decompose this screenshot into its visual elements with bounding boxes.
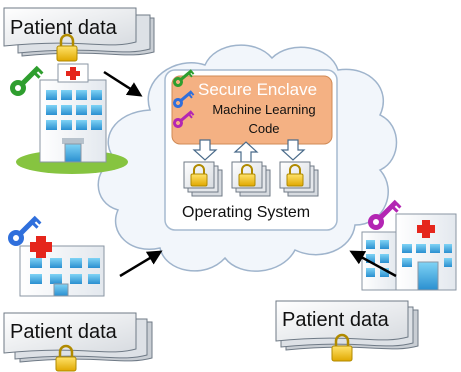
hospital-icon bbox=[19, 236, 105, 297]
key-icon bbox=[9, 65, 44, 96]
padlock-icon bbox=[331, 333, 353, 362]
key-icon bbox=[7, 215, 42, 246]
locked-page-stack bbox=[183, 161, 223, 197]
patient-data-label: Patient data bbox=[10, 321, 117, 343]
key-icon bbox=[173, 110, 195, 128]
arrow-icon bbox=[349, 250, 397, 278]
padlock-icon bbox=[56, 33, 78, 62]
enclave-code-line1: Machine Learning bbox=[212, 102, 316, 117]
key-icon bbox=[173, 69, 195, 87]
arrow-icon bbox=[119, 250, 163, 278]
arrow-icon bbox=[103, 70, 143, 97]
document-stack-icon bbox=[275, 300, 419, 351]
hospital-icon bbox=[16, 63, 128, 174]
hospital-icon bbox=[361, 213, 457, 291]
patient-data-label: Patient data bbox=[10, 17, 117, 39]
document-stack-icon bbox=[3, 312, 153, 363]
key-icon bbox=[173, 90, 195, 108]
arrow-icon bbox=[192, 139, 306, 163]
secure-enclave-box bbox=[171, 75, 333, 145]
secure-enclave-title: Secure Enclave bbox=[198, 80, 318, 99]
key-icon bbox=[368, 199, 402, 230]
enclave-code-line2: Code bbox=[248, 121, 280, 136]
operating-system-label: Operating System bbox=[182, 204, 311, 221]
document-stack-icon bbox=[3, 7, 155, 57]
padlock-icon bbox=[55, 344, 77, 372]
locked-page-stack bbox=[279, 161, 319, 197]
patient-data-label: Patient data bbox=[282, 309, 389, 331]
locked-page-stack bbox=[231, 161, 271, 197]
